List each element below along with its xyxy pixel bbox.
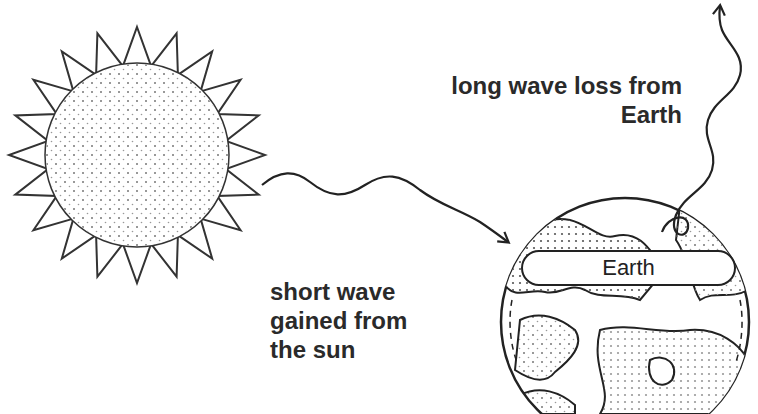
node-text: Earth — [602, 255, 655, 281]
sun — [9, 27, 265, 283]
short-wave-label: short wave gained from the sun — [270, 278, 430, 364]
earth-band: Earth — [521, 250, 736, 286]
earth-globe — [501, 198, 749, 414]
short-wave-arrow — [262, 173, 508, 242]
long-wave-label: long wave loss from Earth — [422, 72, 682, 130]
